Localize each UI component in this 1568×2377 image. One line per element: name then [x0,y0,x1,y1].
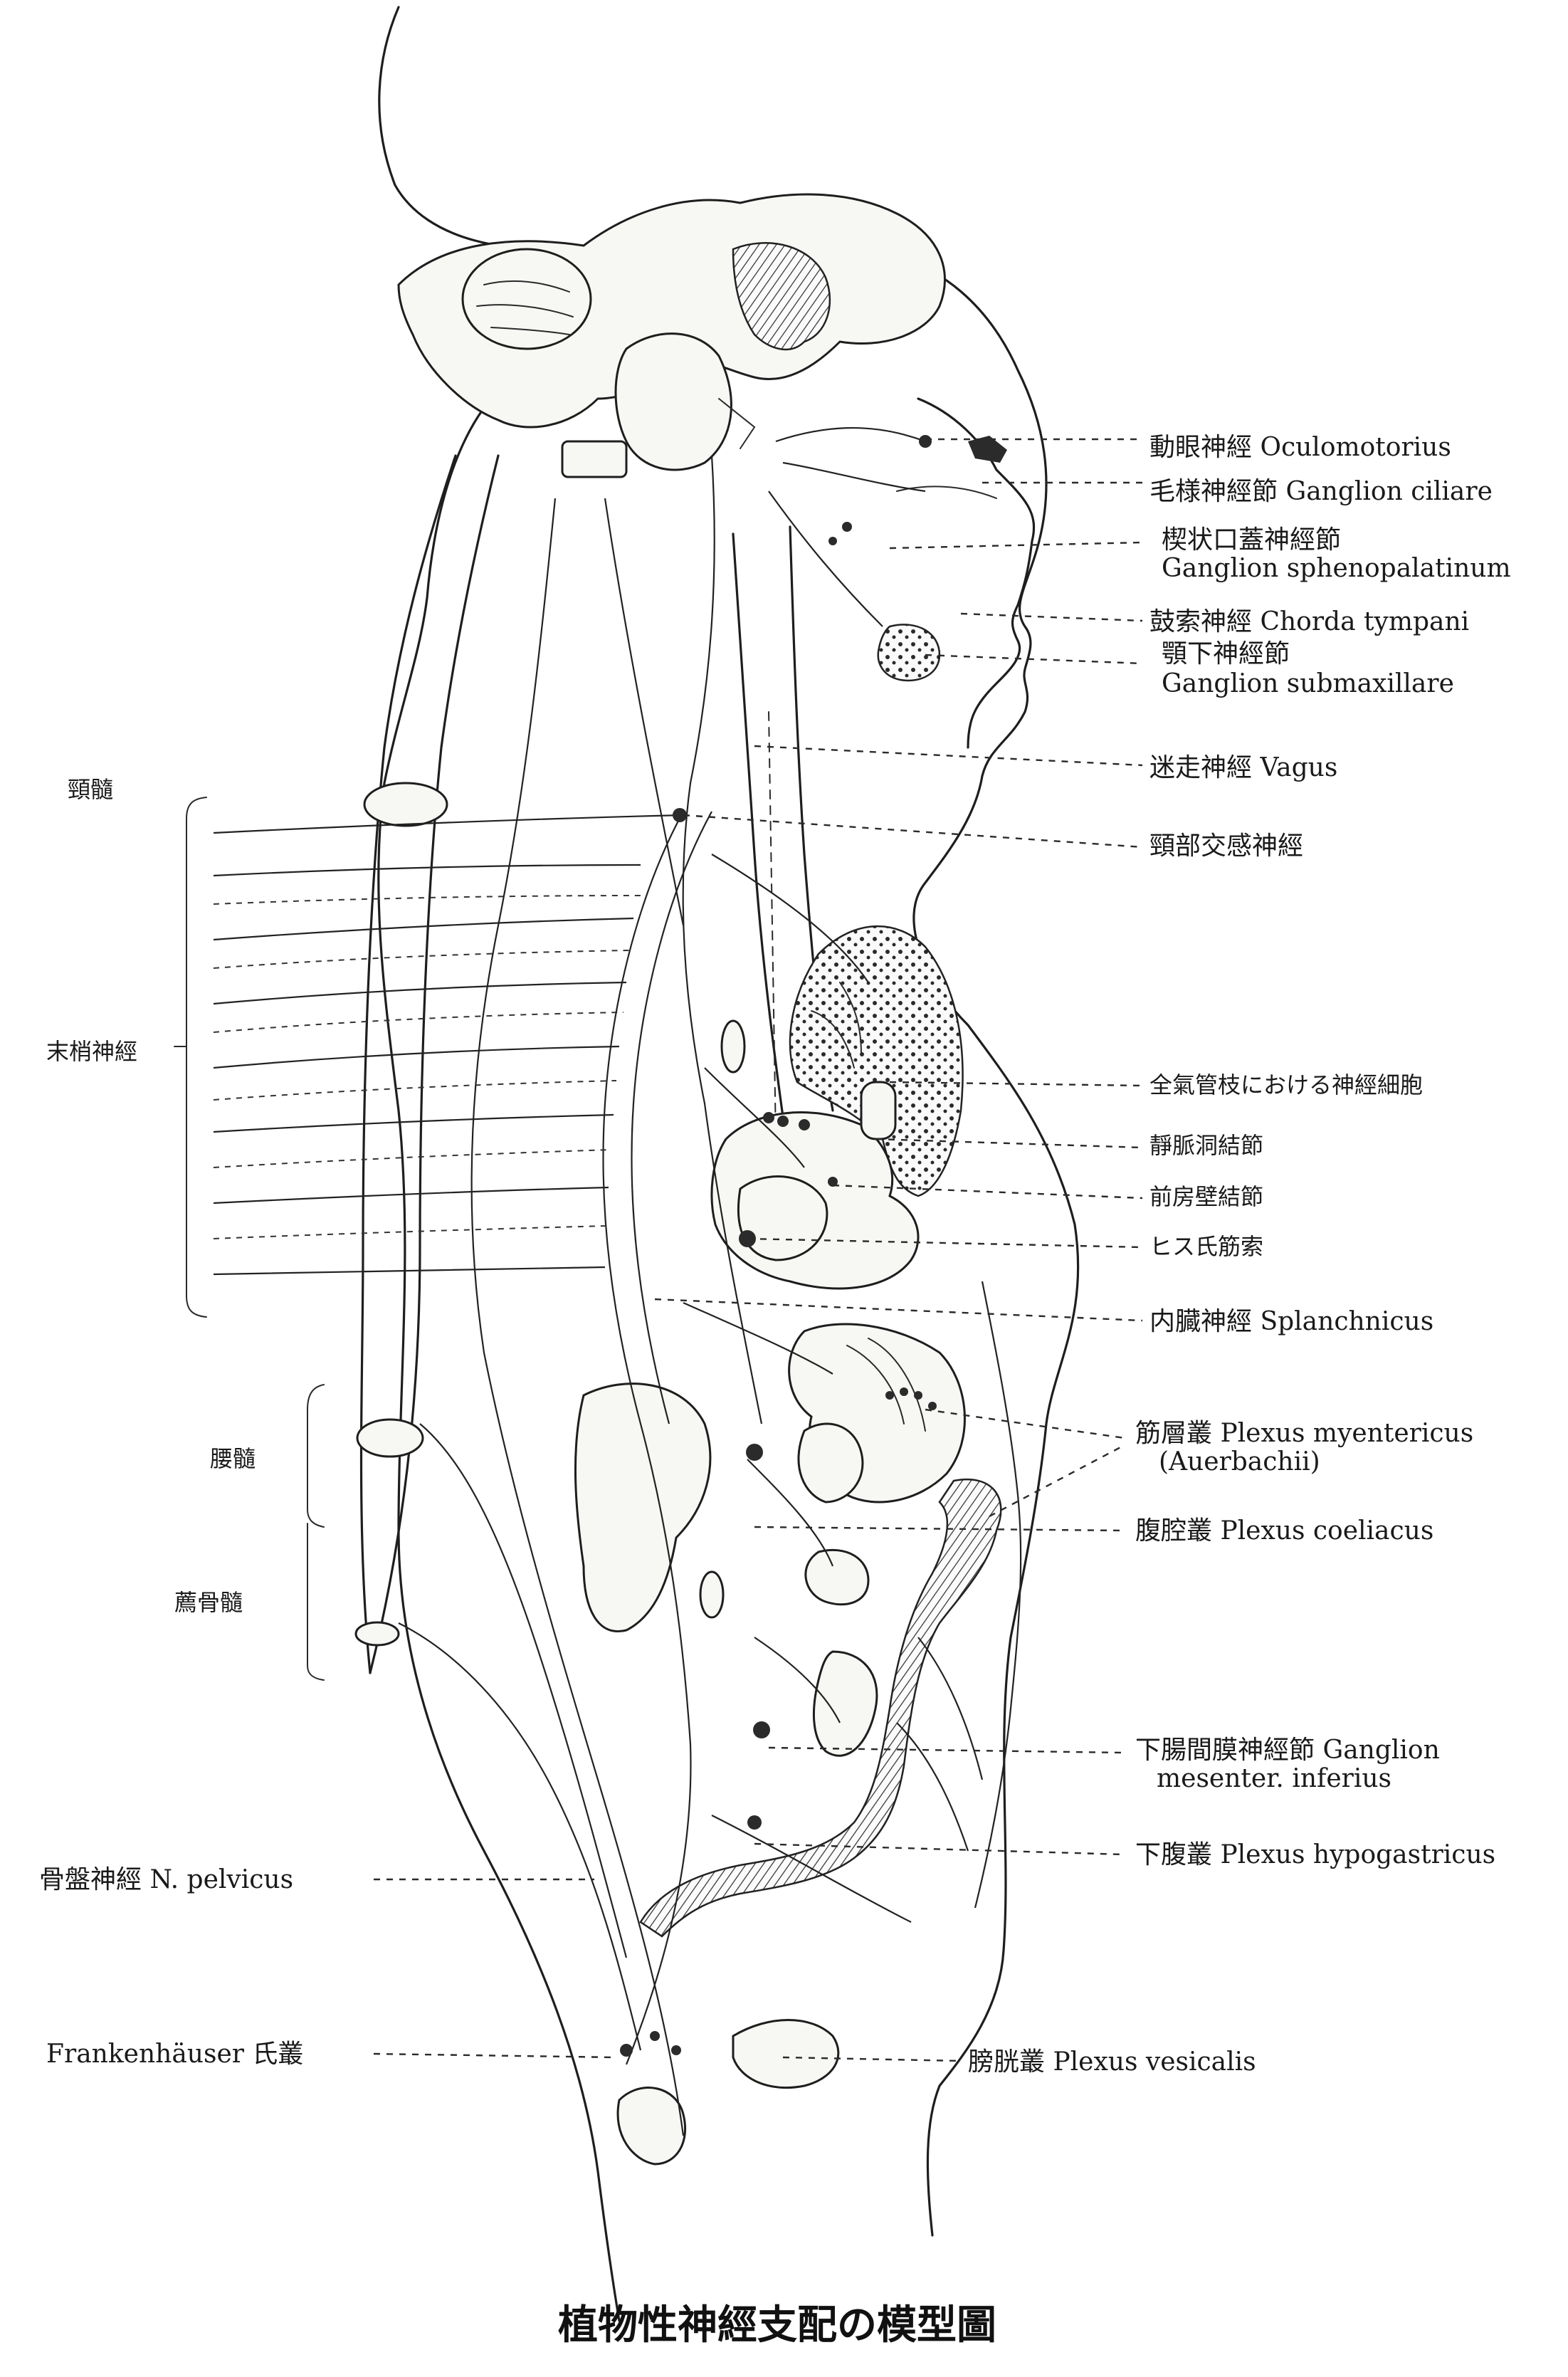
label-plexus-hypogastricus: 下腹叢 Plexus hypogastricus [1135,1840,1495,1869]
label-lumbar-cord: 腰髓 [210,1445,256,1472]
label-his-bundle: ヒス氏筋索 [1149,1233,1263,1260]
label-plexus-coeliacus: 腹腔叢 Plexus coeliacus [1135,1516,1433,1546]
label-bronchial-ganglion-cells: 全氣管枝における神經細胞 [1149,1071,1423,1098]
label-cervical-sympathetic: 頸部交感神經 [1149,831,1303,861]
label-atrial-septum-node: 前房壁結節 [1149,1183,1263,1210]
label-plexus-vesicalis: 膀胱叢 Plexus vesicalis [968,2047,1256,2077]
label-oculomotorius: 動眼神經 Oculomotorius [1149,433,1451,462]
label-splanchnicus: 内臓神經 Splanchnicus [1149,1307,1433,1336]
label-vagus: 迷走神經 Vagus [1149,753,1337,782]
label-cervical-cord: 頸髓 [68,776,113,803]
abdominal-organs [575,1324,1001,2164]
label-plexus-myentericus: 筋層叢 Plexus myentericus(Auerbachii) [1135,1419,1473,1476]
label-chorda-tympani: 鼓索神經 Chorda tympani [1149,607,1469,636]
figure-caption: 植物性神經支配の模型圖 [558,2302,996,2349]
left-labels: 頸髓 末梢神經 腰髓 薦骨髓 骨盤神經 N. pelvicus Frankenh… [39,776,303,2069]
label-ganglion-ciliare: 毛様神經節 Ganglion ciliare [1149,477,1493,506]
right-labels: 動眼神經 Oculomotorius 毛様神經節 Ganglion ciliar… [968,433,1511,2077]
label-n-pelvicus: 骨盤神經 N. pelvicus [39,1865,293,1894]
label-sinus-node: 靜脈洞結節 [1149,1132,1263,1159]
label-sacral-cord: 薦骨髓 [174,1589,243,1616]
brain [399,194,945,477]
nerve-network [174,428,1021,2136]
label-spinal-nerves: 末梢神經 [46,1038,137,1065]
heart [712,1082,918,1289]
label-frankenhauser: Frankenhäuser 氏叢 [46,2040,303,2069]
